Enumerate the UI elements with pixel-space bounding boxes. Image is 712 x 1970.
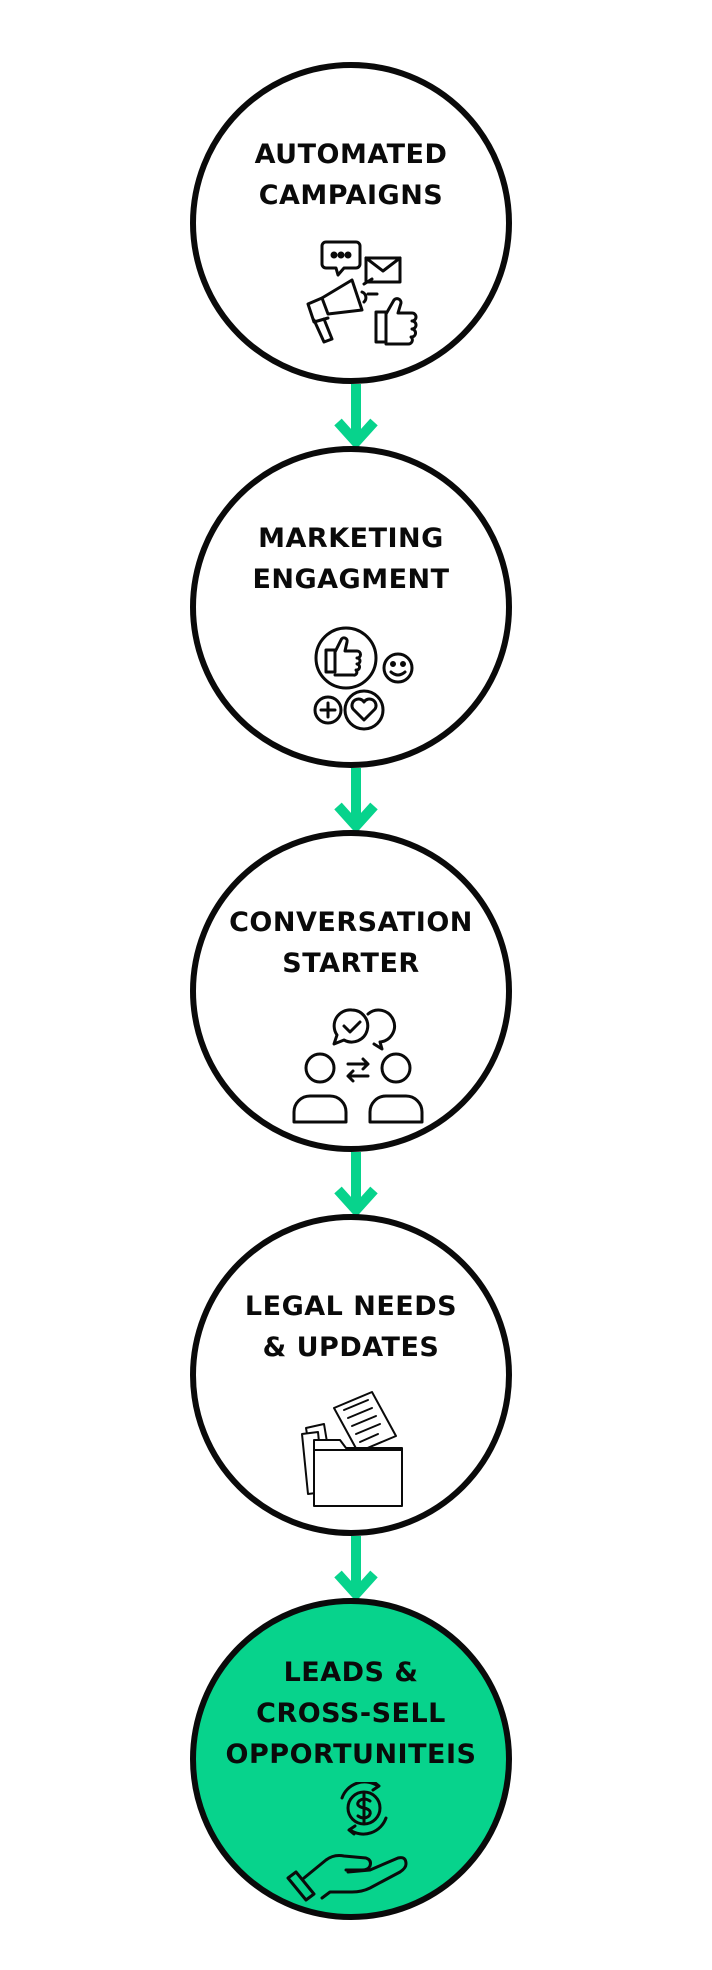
megaphone-marketing-icon — [282, 236, 432, 356]
people-conversation-icon — [282, 1008, 432, 1128]
flow-arrow — [332, 384, 380, 454]
hand-money-cycle-icon — [282, 1782, 432, 1902]
step-title: AUTOMATED CAMPAIGNS — [254, 139, 448, 211]
step-legal-needs-updates: LEGAL NEEDS & UPDATES — [190, 1214, 512, 1536]
flow-arrow — [332, 1152, 380, 1222]
step-title: MARKETING ENGAGMENT — [252, 523, 450, 595]
step-conversation-starter: CONVERSATION STARTER — [190, 830, 512, 1152]
step-title: CONVERSATION STARTER — [229, 907, 473, 979]
step-title: LEGAL NEEDS & UPDATES — [244, 1291, 458, 1363]
step-leads-cross-sell: LEADS & CROSS-SELL OPPORTUNITEIS — [190, 1598, 512, 1920]
engagement-reactions-icon — [282, 624, 432, 744]
flow-arrow — [332, 768, 380, 838]
step-automated-campaigns: AUTOMATED CAMPAIGNS — [190, 62, 512, 384]
documents-folder-icon — [282, 1388, 432, 1508]
step-title: LEADS & CROSS-SELL OPPORTUNITEIS — [225, 1657, 477, 1770]
flow-arrow — [332, 1536, 380, 1606]
step-marketing-engagement: MARKETING ENGAGMENT — [190, 446, 512, 768]
